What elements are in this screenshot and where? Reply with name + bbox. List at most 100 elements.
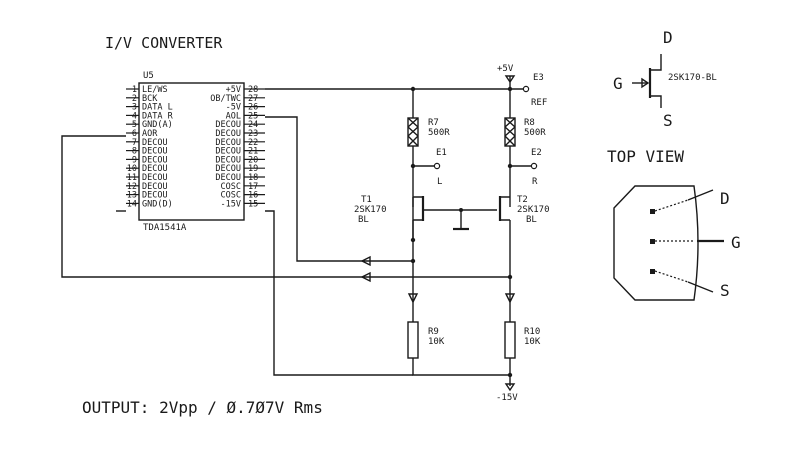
pin-s-pad xyxy=(650,269,655,274)
t1-leads xyxy=(413,196,423,221)
ic-pin-name: DECOU xyxy=(215,120,241,130)
ic-pin-name: DECOU xyxy=(215,147,241,157)
ic-right-pins: 28+5V27OB/TWC26-5V25AOL24DECOU23DECOU22D… xyxy=(210,85,265,209)
ic-pin-name: DECOU xyxy=(142,164,168,174)
gate-junction xyxy=(459,208,463,212)
ic-pin-name: DECOU xyxy=(215,138,241,148)
ic-pin-number: 27 xyxy=(248,94,258,104)
ic-pin-number: 1 xyxy=(132,85,137,95)
r10-value: 10K xyxy=(524,337,541,347)
pos-supply-label: +5V xyxy=(497,64,514,74)
ic-pin-name: +5V xyxy=(226,85,241,95)
ic-pin-number: 22 xyxy=(248,138,258,148)
ic-pin-number: 26 xyxy=(248,103,258,113)
ic-ref: U5 xyxy=(143,71,154,81)
pin-d-lead xyxy=(687,189,714,201)
resistor-r9: R9 10K xyxy=(407,321,445,359)
ic-pin-number: 15 xyxy=(248,199,258,209)
junction xyxy=(410,86,416,92)
ic-pin-number: 7 xyxy=(132,138,137,148)
pos-supply-arrow xyxy=(504,75,516,84)
pin-d-pad xyxy=(650,209,655,214)
e1-terminal xyxy=(433,162,441,170)
diagram-title: I/V CONVERTER xyxy=(105,34,223,52)
ic-pin-number: 8 xyxy=(132,147,137,157)
t2-leads xyxy=(500,196,510,221)
e2-terminal xyxy=(530,162,538,170)
top-view-g-label: G xyxy=(731,233,741,252)
e2-label: R xyxy=(532,177,538,187)
t2-ref: T2 xyxy=(517,195,528,205)
aol-feedback-wire xyxy=(265,116,413,262)
ic-pin-name: DECOU xyxy=(142,173,168,183)
ic-pin-number: 6 xyxy=(132,129,137,139)
symbol-s-label: S xyxy=(663,111,673,130)
neg-supply-label: -15V xyxy=(496,393,518,403)
t1-part: 2SK170 xyxy=(354,205,387,215)
top-view-s-label: S xyxy=(720,281,730,300)
ic-pin-name: LE/WS xyxy=(142,85,168,95)
r9-value: 10K xyxy=(428,337,445,347)
pin-s-lead xyxy=(687,281,714,293)
junction xyxy=(507,163,513,169)
pin-g-pad xyxy=(650,239,655,244)
ic-pin-number: 9 xyxy=(132,155,137,165)
ic-pin-name: GND(A) xyxy=(142,120,173,130)
junction xyxy=(507,372,513,378)
t1-ref: T1 xyxy=(361,195,372,205)
ic-pin-number: 17 xyxy=(248,182,258,192)
junction xyxy=(410,237,416,243)
symbol-part: 2SK170-BL xyxy=(668,73,717,83)
ic-pin-number: 5 xyxy=(132,120,137,130)
ic-pin-name: AOL xyxy=(226,111,241,121)
ic-pin-number: 28 xyxy=(248,85,258,95)
ic-pin-name: DECOU xyxy=(215,155,241,165)
ic-pin-number: 23 xyxy=(248,129,258,139)
t1-grade: BL xyxy=(358,215,369,225)
ic-pin-name: DECOU xyxy=(142,155,168,165)
e3-label: REF xyxy=(531,98,547,108)
e1-ref: E1 xyxy=(436,148,447,158)
symbol-drain-source-leads xyxy=(650,54,662,108)
neg-supply-arrow xyxy=(504,383,516,392)
ic-pin-name: OB/TWC xyxy=(210,94,241,104)
branch-arrow-left xyxy=(407,293,419,304)
r8-value: 500R xyxy=(524,128,546,138)
ic-pin-name: BCK xyxy=(142,94,158,104)
ic-pin-name: DECOU xyxy=(215,129,241,139)
ic-pin-number: 21 xyxy=(248,147,258,157)
ic-pin-number: 11 xyxy=(127,173,137,183)
package-outline xyxy=(613,185,699,301)
junction xyxy=(410,163,416,169)
ic-pin-name: DECOU xyxy=(142,147,168,157)
e3-terminal xyxy=(522,85,530,93)
wiring: +5V -15V xyxy=(61,64,538,403)
ic-pin-name: AOR xyxy=(142,129,158,139)
ic-pin-number: 16 xyxy=(248,191,258,201)
ic-pin-number: 2 xyxy=(132,94,137,104)
resistor-r8: R8 500R xyxy=(504,117,546,147)
ic-pin-name: DECOU xyxy=(215,164,241,174)
ic-pin-name: -15V xyxy=(221,199,241,209)
ic-pin-number: 12 xyxy=(127,182,137,192)
ic-pin-number: 20 xyxy=(248,155,258,165)
ic-pin-number: 3 xyxy=(132,103,137,113)
r7-value: 500R xyxy=(428,128,450,138)
ic-pin-name: DECOU xyxy=(215,173,241,183)
ic-pin-number: 4 xyxy=(132,111,137,121)
output-note: OUTPUT: 2Vpp / Ø.7Ø7V Rms xyxy=(82,398,323,417)
ic-pin-number: 13 xyxy=(127,191,137,201)
r10-ref: R10 xyxy=(524,327,540,337)
e2-ref: E2 xyxy=(531,148,542,158)
ic-pin-number: 14 xyxy=(127,199,137,209)
feedback-arrow-left-1 xyxy=(360,255,371,267)
branch-arrow-right xyxy=(504,293,516,304)
ic-body xyxy=(138,82,245,221)
r9-ref: R9 xyxy=(428,327,439,337)
ic-pin-name: DECOU xyxy=(142,182,168,192)
ic-pin-name: DECOU xyxy=(142,138,168,148)
resistor-r10: R10 10K xyxy=(504,321,541,359)
